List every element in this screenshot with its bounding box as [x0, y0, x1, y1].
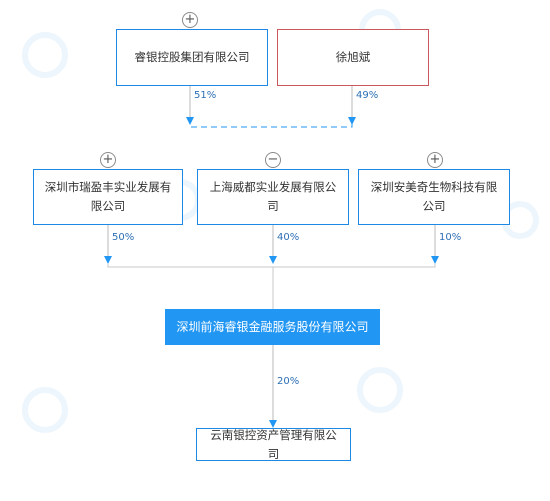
target-company-node[interactable]: 深圳前海睿银金融服务股份有限公司: [165, 309, 380, 345]
share-percent: 50%: [112, 232, 135, 243]
node-label: 深圳市瑞盈丰实业发展有限公司: [44, 180, 172, 213]
share-percent: 49%: [356, 90, 379, 101]
node-label: 徐旭斌: [335, 50, 371, 64]
node-label: 睿银控股集团有限公司: [134, 50, 250, 64]
expand-toggle-icon[interactable]: +: [100, 152, 116, 168]
merge-line: [107, 264, 436, 268]
share-percent: 51%: [194, 90, 217, 101]
subsidiary-company-node[interactable]: 云南银控资产管理有限公司: [196, 428, 351, 461]
arrow-head: [104, 256, 112, 264]
collapse-toggle-icon[interactable]: −: [265, 152, 281, 168]
intermediate-company-node[interactable]: 上海威都实业发展有限公司: [197, 169, 349, 225]
arrow-head: [269, 256, 277, 264]
expand-toggle-icon[interactable]: +: [427, 152, 443, 168]
arrow-head: [348, 117, 356, 125]
share-percent: 20%: [277, 376, 300, 387]
node-label: 上海威都实业发展有限公司: [209, 180, 337, 213]
share-percent: 10%: [439, 232, 462, 243]
node-label: 深圳前海睿银金融服务股份有限公司: [176, 319, 369, 334]
dashed-connector: [189, 118, 353, 128]
node-label: 深圳安美奇生物科技有限公司: [370, 180, 498, 213]
intermediate-company-node[interactable]: 深圳安美奇生物科技有限公司: [358, 169, 510, 225]
share-percent: 40%: [277, 232, 300, 243]
arrow-head: [431, 256, 439, 264]
expand-toggle-icon[interactable]: +: [182, 12, 198, 28]
node-label: 云南银控资产管理有限公司: [210, 427, 337, 461]
shareholder-node[interactable]: 睿银控股集团有限公司: [116, 29, 268, 86]
arrow-head: [269, 420, 277, 428]
intermediate-company-node[interactable]: 深圳市瑞盈丰实业发展有限公司: [33, 169, 183, 225]
shareholder-person-node[interactable]: 徐旭斌: [277, 29, 429, 86]
